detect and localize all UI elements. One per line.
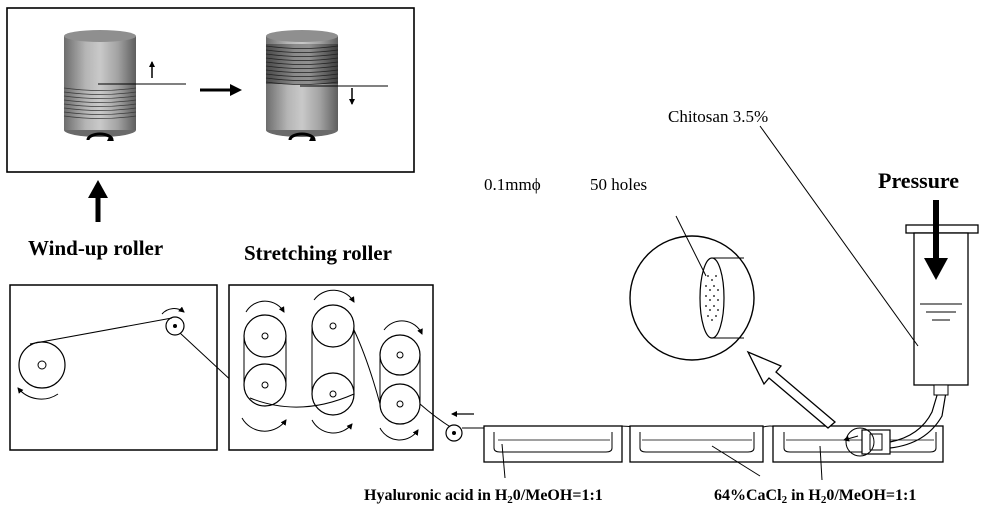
hyaluronic-bath-label: Hyaluronic acid in H20/MeOH=1:1 <box>364 487 603 506</box>
bath-middle <box>629 425 764 477</box>
chitosan-label: Chitosan 3.5% <box>668 107 769 126</box>
pressure-label: Pressure <box>878 168 960 193</box>
bath-cacl2 <box>772 425 944 481</box>
syringe <box>905 224 979 396</box>
wind-up-roller-label: Wind-up roller <box>28 236 164 260</box>
bath-hyaluronic <box>483 425 623 479</box>
magnify-arrow-icon <box>746 350 837 429</box>
holes-label: 50 holes <box>590 175 648 194</box>
cacl2-bath-label: 64%CaCl2 in H20/MeOH=1:1 <box>714 487 917 506</box>
pressure-arrow-icon <box>924 200 948 280</box>
stretching-roller-label: Stretching roller <box>244 241 392 265</box>
stretching-roller-panel <box>228 284 453 451</box>
bobbin-after-icon <box>265 30 388 141</box>
holes-leader-line <box>675 215 707 277</box>
wind-up-roller-panel <box>9 284 251 451</box>
bobbin-before-icon <box>63 30 186 141</box>
spinneret <box>843 391 947 457</box>
nozzle-diameter-label: 0.1mmϕ <box>484 175 541 194</box>
up-arrow-icon <box>88 180 108 222</box>
winding-inset-panel <box>6 7 415 173</box>
nozzle-magnifier <box>629 235 755 361</box>
chitosan-leader-line <box>759 125 919 347</box>
progress-arrow-icon <box>200 84 242 96</box>
guide-roller <box>445 424 463 442</box>
